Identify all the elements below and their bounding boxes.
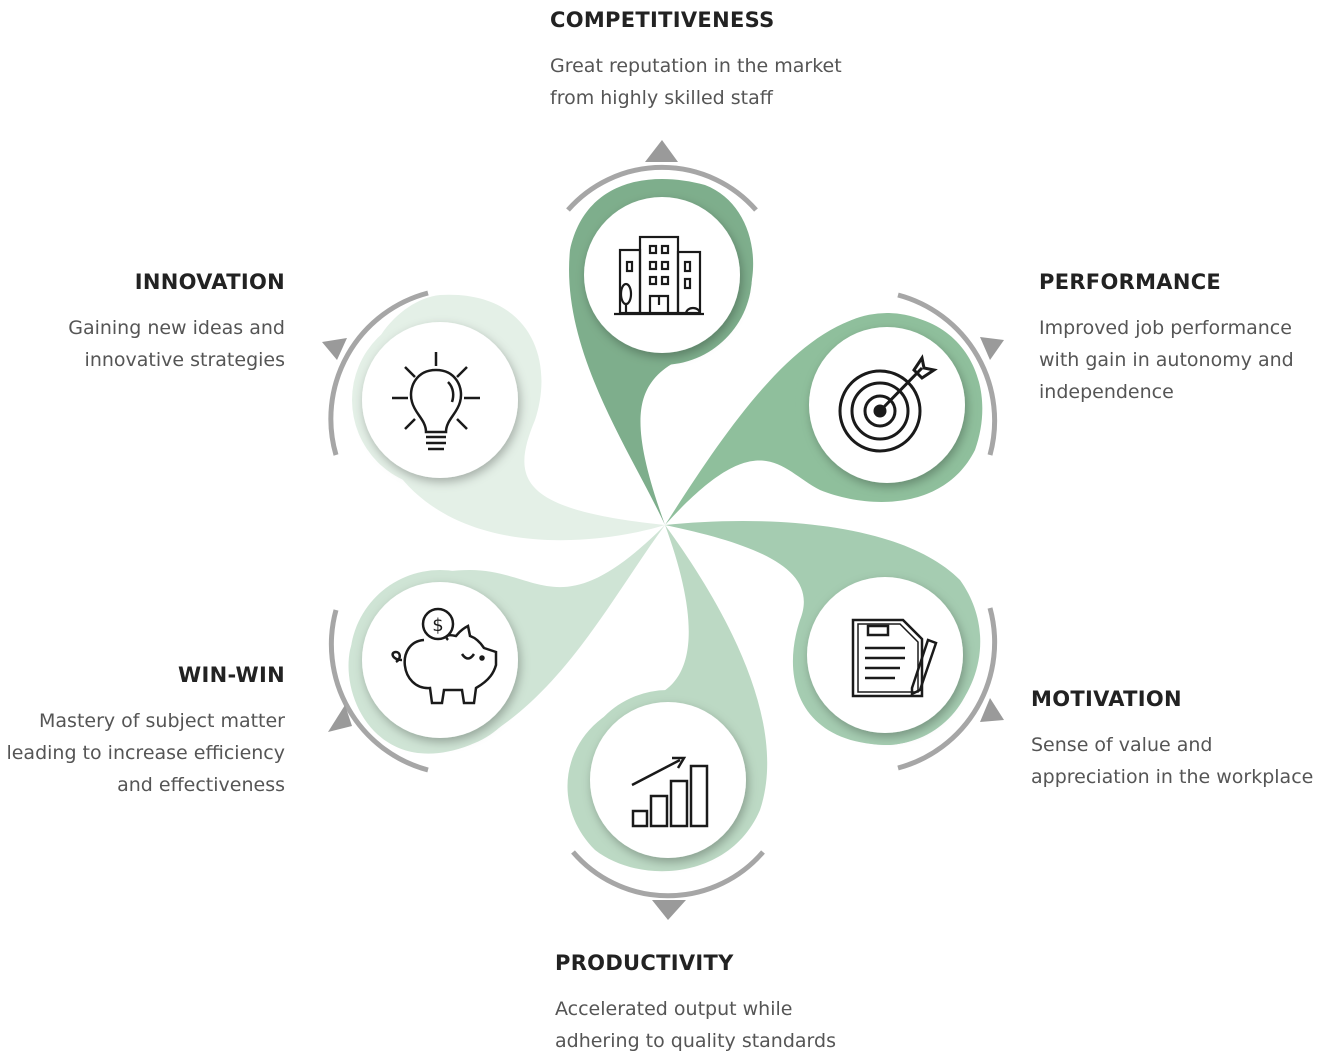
motivation-description: Sense of value and appreciation in the w…: [1031, 734, 1314, 788]
arc-performance: [897, 292, 1004, 456]
competitiveness-description: Great reputation in the market from high…: [550, 55, 842, 109]
performance-title: PERFORMANCE: [1039, 270, 1222, 294]
svg-text:$: $: [432, 615, 443, 636]
document-pen-icon: [851, 618, 938, 698]
competitiveness-block: COMPETITIVENESS Great reputation in the …: [550, 8, 880, 114]
productivity-block: PRODUCTIVITY Accelerated output while ad…: [555, 951, 875, 1057]
performance-description: Improved job performance with gain in au…: [1039, 317, 1294, 403]
competitiveness-title: COMPETITIVENESS: [550, 8, 775, 32]
arc-win-win: [328, 609, 429, 773]
innovation-description: Gaining new ideas and innovative strateg…: [68, 317, 285, 371]
motivation-title: MOTIVATION: [1031, 687, 1182, 711]
arc-productivity: [571, 850, 765, 920]
innovation-block: INNOVATION Gaining new ideas and innovat…: [15, 270, 285, 376]
arc-competitiveness: [566, 140, 758, 212]
office-building-icon: [614, 235, 704, 316]
performance-block: PERFORMANCE Improved job performance wit…: [1039, 270, 1319, 408]
productivity-title: PRODUCTIVITY: [555, 951, 734, 975]
win-win-title: WIN-WIN: [178, 663, 285, 687]
win-win-description: Mastery of subject matter leading to inc…: [6, 710, 285, 796]
target-arrow-icon: [838, 354, 938, 453]
arc-innovation: [322, 290, 429, 456]
light-bulb-icon: [392, 352, 480, 451]
win-win-block: WIN-WIN Mastery of subject matter leadin…: [5, 663, 285, 801]
piggy-bank-icon: $: [391, 607, 498, 705]
growth-chart-icon: [631, 756, 709, 828]
arc-motivation: [897, 607, 1004, 771]
innovation-title: INNOVATION: [134, 270, 285, 294]
motivation-block: MOTIVATION Sense of value and appreciati…: [1031, 687, 1321, 793]
productivity-description: Accelerated output while adhering to qua…: [555, 998, 836, 1052]
